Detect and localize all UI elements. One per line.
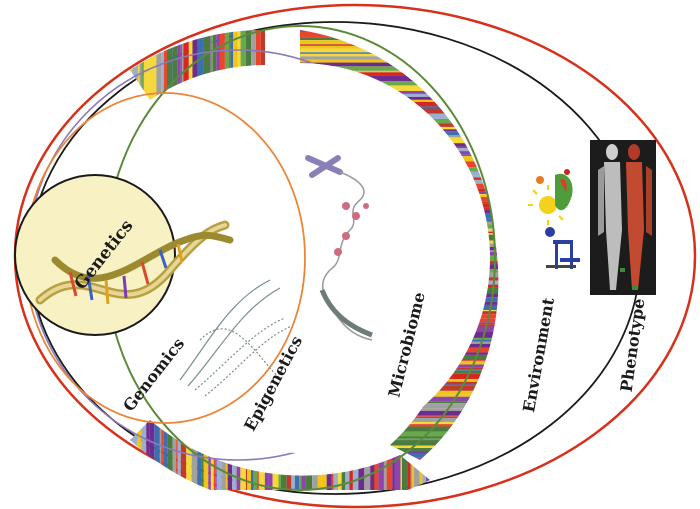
band-stripe: [137, 29, 140, 101]
band-stripe: [180, 420, 187, 490]
band-stripe: [210, 29, 213, 101]
band-stripe: [300, 440, 499, 446]
band-stripe: [300, 70, 499, 73]
chromosome-icon: [305, 155, 373, 341]
band-stripe: [139, 29, 142, 101]
band-stripe: [212, 29, 217, 101]
band-stripe: [146, 420, 150, 490]
band-stripe: [203, 29, 209, 101]
band-stripe: [183, 29, 189, 101]
band-stripe: [177, 420, 181, 490]
band-stripe: [154, 420, 160, 490]
band-stripe: [172, 29, 178, 101]
band-stripe: [172, 420, 177, 490]
band-stripe: [180, 29, 182, 101]
band-stripe: [176, 420, 178, 490]
band-stripe: [197, 420, 202, 490]
band-stripe: [177, 29, 181, 101]
band-stripe: [300, 445, 499, 449]
band-stripe: [300, 85, 499, 91]
band-stripe: [219, 29, 225, 101]
band-stripe: [255, 29, 261, 101]
band-stripe: [151, 29, 157, 101]
band-stripe: [201, 420, 204, 490]
band-stripe: [233, 29, 238, 101]
band-stripe: [192, 29, 198, 101]
band-stripe: [197, 29, 204, 101]
environment-icon: [528, 169, 580, 269]
dna-helix-icon: [35, 220, 234, 305]
band-stripe: [300, 438, 499, 441]
band-stripe: [300, 72, 499, 76]
band-stripe: [251, 29, 256, 101]
band-stripe: [149, 420, 155, 490]
band-stripe: [216, 29, 220, 101]
band-stripe: [141, 29, 144, 101]
band-stripe: [260, 29, 265, 101]
band-stripe: [181, 29, 184, 101]
band-stripe: [166, 29, 171, 101]
band-stripe: [148, 29, 152, 101]
band-stripe: [143, 29, 149, 101]
band-stripe: [170, 29, 173, 101]
band-stripe: [240, 29, 246, 101]
body-scan-icon: [590, 140, 656, 295]
band-stripe: [161, 420, 164, 490]
band-stripe: [300, 75, 499, 82]
band-stripe: [159, 420, 162, 490]
band-stripe: [208, 29, 211, 101]
band-stripe: [224, 29, 230, 101]
band-stripe: [161, 29, 165, 101]
band-stripe: [163, 420, 168, 490]
band-stripe: [167, 420, 173, 490]
band-stripe: [300, 436, 499, 439]
band-stripe: [237, 29, 241, 101]
band-stripe: [229, 29, 231, 101]
band-stripe: [230, 29, 234, 101]
band-stripe: [245, 29, 252, 101]
dna-strands-icon: [179, 279, 293, 397]
band-stripe: [300, 81, 499, 86]
band-stripe: [164, 29, 167, 101]
